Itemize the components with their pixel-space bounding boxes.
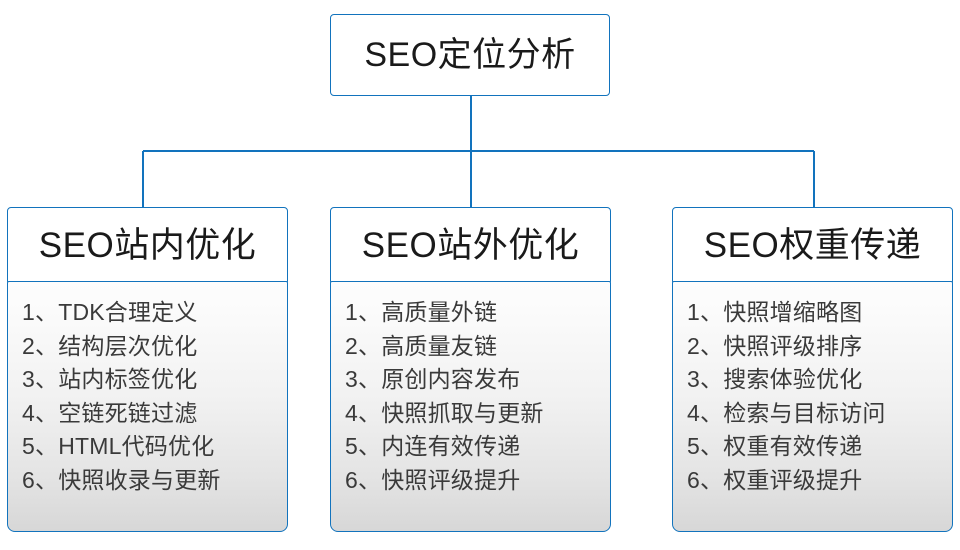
branch-header-label: SEO权重传递	[703, 225, 922, 265]
list-item: 3、原创内容发布	[345, 366, 521, 393]
root-node[interactable]: SEO定位分析	[330, 14, 610, 96]
list-item: 6、权重评级提升	[687, 466, 863, 493]
root-node-label: SEO定位分析	[364, 36, 576, 74]
list-item: 4、检索与目标访问	[687, 399, 886, 426]
branch-column-1: SEO站内优化 1、TDK合理定义 2、结构层次优化 3、站内标签优化 4、空链…	[7, 207, 288, 534]
list-item: 4、空链死链过滤	[22, 399, 198, 426]
list-item: 1、高质量外链	[345, 299, 498, 326]
list-item: 3、搜索体验优化	[687, 366, 863, 393]
item-list-3: 1、快照增缩略图 2、快照评级排序 3、搜索体验优化 4、检索与目标访问 5、权…	[687, 296, 946, 497]
item-list-1: 1、TDK合理定义 2、结构层次优化 3、站内标签优化 4、空链死链过滤 5、H…	[22, 296, 281, 497]
list-item: 2、高质量友链	[345, 332, 498, 359]
branch-header-1[interactable]: SEO站内优化	[7, 207, 288, 283]
branch-column-2: SEO站外优化 1、高质量外链 2、高质量友链 3、原创内容发布 4、快照抓取与…	[330, 207, 611, 534]
list-item: 1、快照增缩略图	[687, 299, 863, 326]
branch-column-3: SEO权重传递 1、快照增缩略图 2、快照评级排序 3、搜索体验优化 4、检索与…	[672, 207, 953, 534]
list-item: 6、快照收录与更新	[22, 466, 221, 493]
list-item: 5、权重有效传递	[687, 433, 863, 460]
branch-header-label: SEO站外优化	[361, 225, 580, 265]
list-item: 2、结构层次优化	[22, 332, 198, 359]
branch-body-2: 1、高质量外链 2、高质量友链 3、原创内容发布 4、快照抓取与更新 5、内连有…	[330, 281, 611, 533]
item-list-2: 1、高质量外链 2、高质量友链 3、原创内容发布 4、快照抓取与更新 5、内连有…	[345, 296, 604, 497]
list-item: 6、快照评级提升	[345, 466, 521, 493]
branch-body-1: 1、TDK合理定义 2、结构层次优化 3、站内标签优化 4、空链死链过滤 5、H…	[7, 281, 288, 533]
list-item: 3、站内标签优化	[22, 366, 198, 393]
list-item: 5、内连有效传递	[345, 433, 521, 460]
list-item: 5、HTML代码优化	[22, 433, 215, 460]
list-item: 2、快照评级排序	[687, 332, 863, 359]
branch-header-3[interactable]: SEO权重传递	[672, 207, 953, 283]
branch-header-2[interactable]: SEO站外优化	[330, 207, 611, 283]
list-item: 4、快照抓取与更新	[345, 399, 544, 426]
branch-header-label: SEO站内优化	[38, 225, 257, 265]
branch-body-3: 1、快照增缩略图 2、快照评级排序 3、搜索体验优化 4、检索与目标访问 5、权…	[672, 281, 953, 533]
list-item: 1、TDK合理定义	[22, 299, 198, 326]
